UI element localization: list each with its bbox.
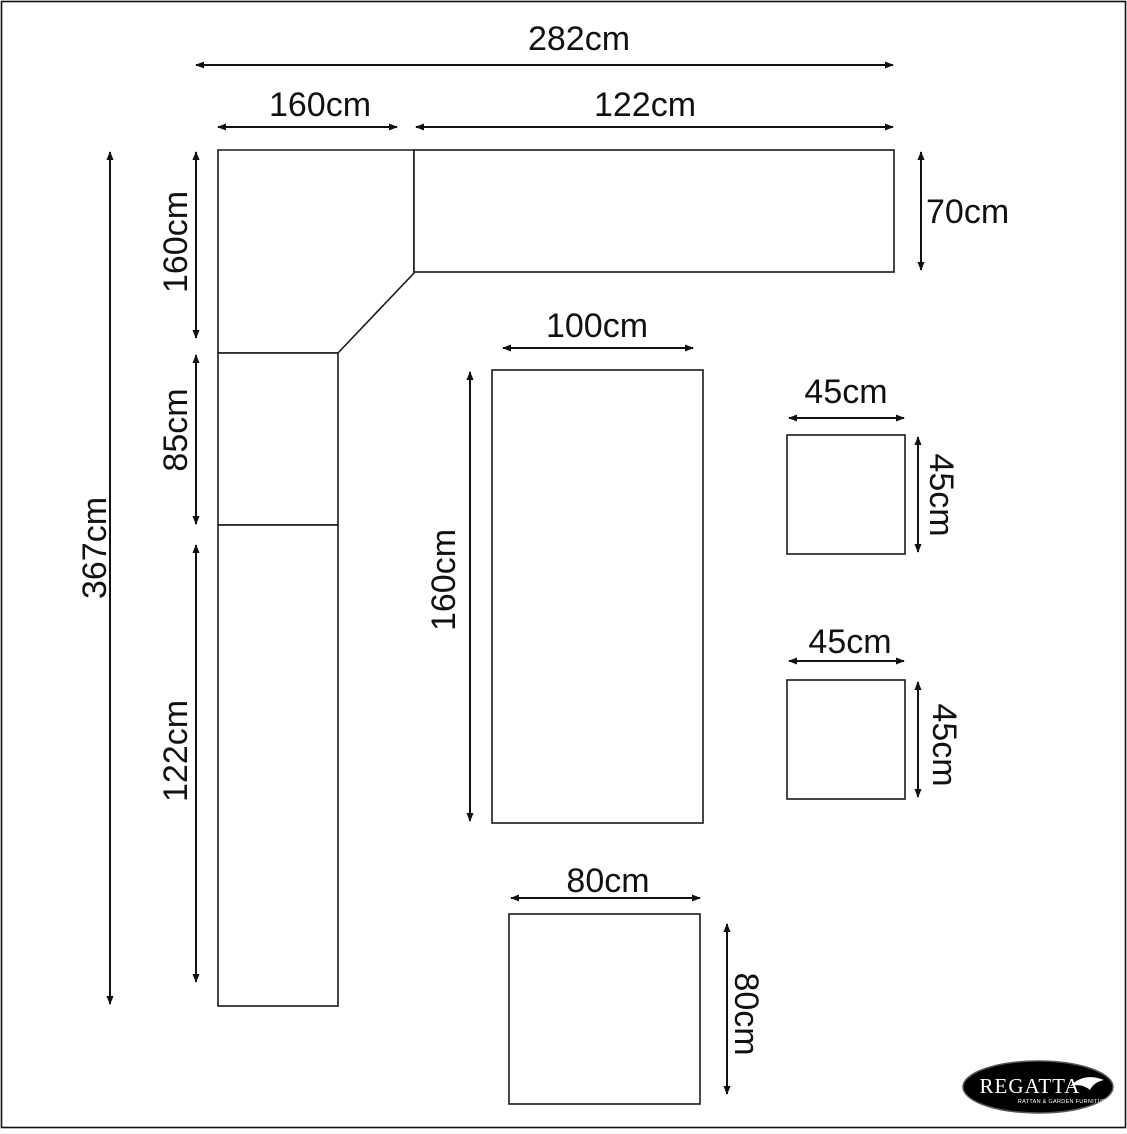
table-length-label: 160cm — [425, 529, 463, 631]
ottoman-depth-label: 80cm — [727, 972, 765, 1055]
middle-height-label: 85cm — [157, 388, 195, 471]
logo-badge — [962, 1060, 1114, 1114]
logo-name: REGATTA — [980, 1074, 1081, 1098]
corner-height-label: 160cm — [157, 191, 195, 293]
stool-2 — [786, 679, 906, 800]
corner-width-label: 160cm — [269, 86, 371, 124]
top-sofa-section — [413, 149, 895, 273]
corner-sofa-section — [217, 149, 415, 354]
total-height-label: 367cm — [76, 497, 114, 599]
stool2-width-label: 45cm — [808, 623, 891, 661]
top-section-depth-label: 70cm — [926, 193, 1009, 231]
logo-tagline: RATTAN & GARDEN FURNITURE — [1018, 1099, 1110, 1105]
bottom-height-label: 122cm — [157, 700, 195, 802]
middle-sofa-section — [217, 352, 339, 526]
stool-1 — [786, 434, 906, 555]
stool1-depth-label: 45cm — [922, 453, 960, 536]
ottoman — [508, 913, 701, 1105]
table — [491, 369, 704, 824]
top-section-width-label: 122cm — [594, 86, 696, 124]
swan-icon — [1070, 1077, 1104, 1090]
stool1-width-label: 45cm — [804, 373, 887, 411]
total-width-label: 282cm — [528, 20, 630, 58]
stool2-depth-label: 45cm — [925, 703, 963, 786]
table-width-label: 100cm — [546, 307, 648, 345]
regatta-logo: REGATTA RATTAN & GARDEN FURNITURE — [962, 1060, 1114, 1114]
bottom-sofa-section — [217, 524, 339, 1007]
ottoman-width-label: 80cm — [566, 862, 649, 900]
